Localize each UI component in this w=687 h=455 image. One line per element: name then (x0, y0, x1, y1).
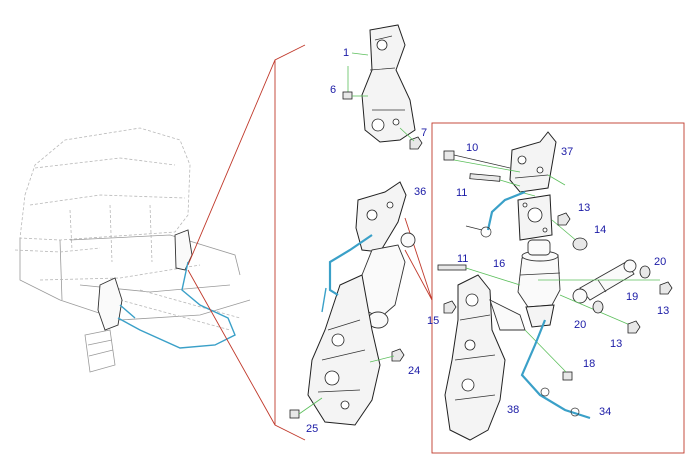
callout-6: 6 (330, 84, 336, 96)
callout-37: 37 (561, 146, 573, 158)
left-bracket-assembly-part-36 (307, 181, 416, 426)
callout-7: 7 (421, 127, 427, 139)
callout-labels: 1 6 7 10 37 11 13 14 36 11 16 20 19 13 1… (306, 47, 669, 435)
hose-part-34 (520, 319, 591, 420)
callout-13-lower: 13 (610, 338, 622, 350)
washer-part-20-right (639, 265, 651, 279)
hose-and-clamp (465, 190, 526, 238)
nut-part-24 (369, 348, 405, 363)
callout-18: 18 (583, 358, 595, 370)
nut-part-15 (443, 300, 457, 314)
pin-part-11-lower (437, 264, 521, 286)
air-spring-part-16 (517, 239, 561, 328)
nut-part-13-lower (627, 320, 641, 334)
callout-25: 25 (306, 423, 318, 435)
callout-11-upper: 11 (456, 187, 467, 199)
callout-11-lower: 11 (457, 253, 468, 265)
callout-34: 34 (599, 406, 611, 418)
upper-bracket-part-1 (347, 24, 416, 143)
nut-part-7 (399, 127, 423, 150)
callout-1: 1 (343, 47, 349, 59)
detail-frame (187, 44, 685, 454)
callout-20-lower: 20 (574, 319, 586, 331)
callout-24: 24 (408, 365, 420, 377)
bolt-part-10 (443, 150, 521, 173)
bolt-part-18 (524, 329, 573, 381)
washer-part-20-lower (592, 300, 604, 314)
nut-part-13-upper (557, 212, 571, 226)
nut-part-13-right (659, 281, 673, 295)
hinge-bracket-part-37 (509, 131, 557, 193)
callout-14: 14 (594, 224, 606, 236)
plate-part-14 (517, 194, 579, 243)
bolt-part-6 (342, 91, 368, 100)
cab-overview (14, 127, 251, 373)
callout-19: 19 (626, 291, 638, 303)
shock-absorber-part-19 (538, 259, 660, 326)
lower-frame-part-38 (444, 274, 526, 441)
callout-10: 10 (466, 142, 478, 154)
callout-15: 15 (427, 315, 439, 327)
spacer-part-14 (572, 237, 588, 251)
callout-13-right: 13 (657, 305, 669, 317)
bolt-part-25 (289, 397, 323, 419)
callout-20-right: 20 (654, 256, 666, 268)
callout-36: 36 (414, 186, 426, 198)
callout-13-upper: 13 (578, 202, 590, 214)
callout-16: 16 (493, 258, 505, 270)
callout-38: 38 (507, 404, 519, 416)
